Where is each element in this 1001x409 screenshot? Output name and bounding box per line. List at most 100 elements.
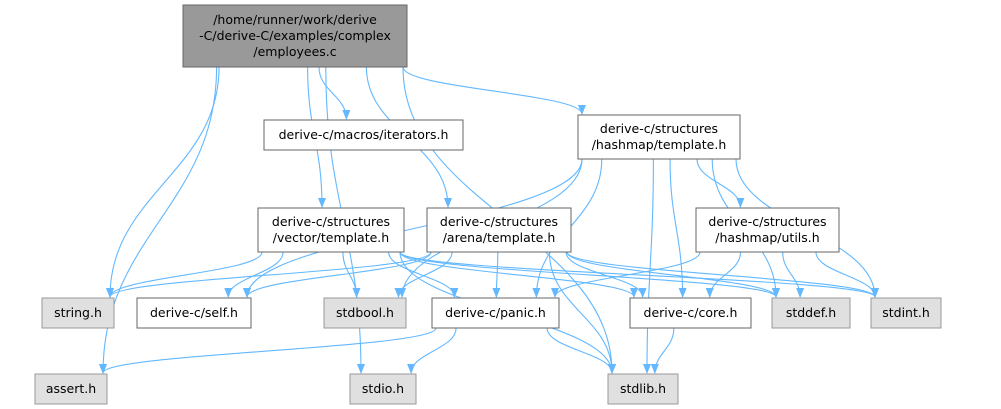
node-core_h[interactable]: derive-c/core.h bbox=[629, 297, 752, 329]
edge-hashmap_template-to-self_h bbox=[243, 158, 583, 298]
node-label: derive-c/macros/iterators.h bbox=[279, 127, 449, 142]
node-stddef_h: stddef.h bbox=[771, 297, 851, 329]
edge-hashmap_utils-to-panic_h bbox=[551, 251, 701, 298]
node-label: derive-c/core.h bbox=[644, 305, 738, 320]
node-stdint_h: stdint.h bbox=[870, 297, 942, 329]
node-stdlib_h: stdlib.h bbox=[607, 373, 679, 405]
edge-line bbox=[782, 251, 805, 298]
edge-line bbox=[705, 251, 742, 298]
edge-line bbox=[318, 66, 351, 120]
node-box bbox=[136, 297, 252, 329]
edge-arena_template-to-stddef_h bbox=[566, 251, 780, 298]
edge-line bbox=[402, 66, 586, 115]
node-box bbox=[41, 297, 115, 329]
edge-line bbox=[243, 251, 432, 298]
edge-line bbox=[399, 251, 879, 298]
edge-line bbox=[669, 158, 687, 298]
node-label: /hashmap/template.h bbox=[592, 137, 727, 152]
node-box bbox=[257, 207, 405, 253]
edge-line bbox=[106, 66, 220, 298]
edge-vector_template-to-string_h bbox=[106, 251, 263, 298]
node-panic_h[interactable]: derive-c/panic.h bbox=[431, 297, 560, 329]
node-label: derive-c/structures bbox=[440, 214, 558, 229]
edge-line bbox=[407, 327, 457, 374]
node-label: stdlib.h bbox=[620, 381, 666, 396]
edge-line bbox=[566, 251, 780, 298]
edge-line bbox=[815, 251, 879, 298]
node-label: /hashmap/utils.h bbox=[715, 230, 819, 245]
edge-line bbox=[548, 251, 616, 374]
edge-line bbox=[399, 251, 780, 298]
node-box bbox=[695, 207, 840, 253]
node-label: derive-c/self.h bbox=[150, 305, 238, 320]
edge-vector_template-to-panic_h bbox=[388, 251, 459, 298]
edge-line bbox=[243, 158, 583, 298]
edge-line bbox=[566, 251, 879, 298]
edge-line bbox=[106, 251, 263, 298]
edge-panic_h-to-stdlib_h bbox=[546, 327, 616, 374]
node-label: stdint.h bbox=[882, 305, 930, 320]
edge-line bbox=[696, 158, 745, 208]
node-label: stddef.h bbox=[786, 305, 836, 320]
node-hashmap_utils[interactable]: derive-c/structures/hashmap/utils.h bbox=[695, 207, 840, 253]
node-vector_template[interactable]: derive-c/structures/vector/template.h bbox=[257, 207, 405, 253]
edge-hashmap_template-to-hashmap_utils bbox=[696, 158, 745, 208]
node-label: stdio.h bbox=[362, 381, 404, 396]
node-label: /vector/template.h bbox=[273, 230, 389, 245]
node-box bbox=[182, 4, 408, 68]
node-label: assert.h bbox=[46, 381, 96, 396]
edge-line bbox=[650, 327, 675, 374]
edge-hashmap_template-to-core_h bbox=[669, 158, 687, 298]
node-label: string.h bbox=[54, 305, 102, 320]
edge-employees-to-iterators bbox=[318, 66, 351, 120]
edge-line bbox=[342, 251, 361, 298]
node-self_h[interactable]: derive-c/self.h bbox=[136, 297, 252, 329]
node-box bbox=[607, 373, 679, 405]
node-employees[interactable]: /home/runner/work/derive-C/derive-C/exam… bbox=[182, 4, 408, 68]
node-label: derive-c/structures bbox=[708, 214, 826, 229]
edge-vector_template-to-self_h bbox=[224, 251, 284, 298]
edge-arena_template-to-stdint_h bbox=[566, 251, 879, 298]
edge-arena_template-to-string_h bbox=[106, 251, 432, 298]
edge-line bbox=[565, 251, 647, 298]
edge-line bbox=[106, 251, 432, 298]
edge-hashmap_template-to-stdlib_h bbox=[643, 158, 654, 374]
node-box bbox=[426, 207, 572, 253]
node-box bbox=[323, 297, 407, 329]
node-arena_template[interactable]: derive-c/structures/arena/template.h bbox=[426, 207, 572, 253]
node-box bbox=[349, 373, 417, 405]
edge-line bbox=[394, 251, 453, 298]
edge-line bbox=[388, 251, 459, 298]
node-box bbox=[870, 297, 942, 329]
node-box bbox=[263, 119, 464, 151]
edge-employees-to-hashmap_template bbox=[402, 66, 586, 115]
node-label: derive-c/structures bbox=[272, 214, 390, 229]
node-box bbox=[771, 297, 851, 329]
edge-arena_template-to-panic_h bbox=[492, 251, 501, 298]
edge-arena_template-to-core_h bbox=[565, 251, 647, 298]
edge-arena_template-to-stdbool_h bbox=[394, 251, 453, 298]
node-label: /home/runner/work/derive bbox=[213, 12, 377, 27]
edge-hashmap_utils-to-stdint_h bbox=[815, 251, 879, 298]
node-string_h: string.h bbox=[41, 297, 115, 329]
edge-line bbox=[99, 327, 437, 374]
edge-core_h-to-stdlib_h bbox=[650, 327, 675, 374]
node-label: /arena/template.h bbox=[443, 230, 556, 245]
node-label: stdbool.h bbox=[336, 305, 394, 320]
edge-hashmap_utils-to-core_h bbox=[705, 251, 742, 298]
node-label: derive-c/structures bbox=[600, 121, 718, 136]
edge-vector_template-to-core_h bbox=[399, 251, 638, 298]
node-hashmap_template[interactable]: derive-c/structures/hashmap/template.h bbox=[577, 114, 741, 160]
edge-line bbox=[643, 158, 654, 374]
node-box bbox=[34, 373, 108, 405]
edge-line bbox=[224, 251, 284, 298]
edge-arena_template-to-stdlib_h bbox=[548, 251, 616, 374]
edge-panic_h-to-assert_h bbox=[99, 327, 437, 374]
node-box bbox=[577, 114, 741, 160]
edge-vector_template-to-stddef_h bbox=[399, 251, 780, 298]
node-box bbox=[431, 297, 560, 329]
node-iterators[interactable]: derive-c/macros/iterators.h bbox=[263, 119, 464, 151]
edge-line bbox=[492, 251, 501, 298]
edge-hashmap_utils-to-stddef_h bbox=[782, 251, 805, 298]
